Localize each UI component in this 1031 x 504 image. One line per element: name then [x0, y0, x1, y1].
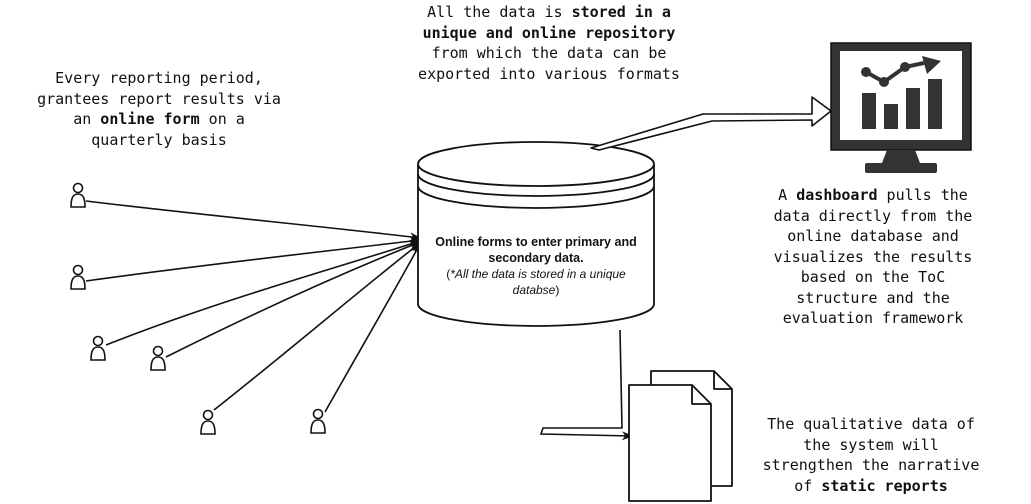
connector-user-1	[85, 200, 422, 242]
user-icon	[200, 409, 216, 435]
user-icon	[90, 335, 106, 361]
repository-note: All the data is stored in a unique and o…	[418, 3, 680, 83]
user-icon	[150, 345, 166, 371]
dashboard-note: A dashboard pulls the data directly from…	[773, 186, 973, 327]
user-connectors	[85, 200, 422, 413]
database-label: Online forms to enter primary and second…	[435, 235, 637, 297]
database-cylinder	[417, 141, 655, 327]
user-icons	[70, 182, 326, 435]
connector-user-6	[324, 243, 421, 413]
connector-user-3	[105, 239, 422, 346]
report-connector	[539, 329, 634, 441]
user-icon	[70, 264, 86, 290]
reports-note: The qualitative data of the system will …	[762, 415, 980, 495]
document-stack-icon	[628, 370, 733, 502]
grantees-note: Every reporting period, grantees report …	[37, 69, 281, 149]
user-icon	[310, 408, 326, 434]
dashboard-monitor-icon	[830, 42, 972, 173]
connector-user-5	[213, 242, 421, 411]
connector-user-4	[165, 241, 422, 358]
user-icon	[70, 182, 86, 208]
export-arrow	[590, 96, 832, 151]
connector-user-2	[85, 236, 422, 282]
